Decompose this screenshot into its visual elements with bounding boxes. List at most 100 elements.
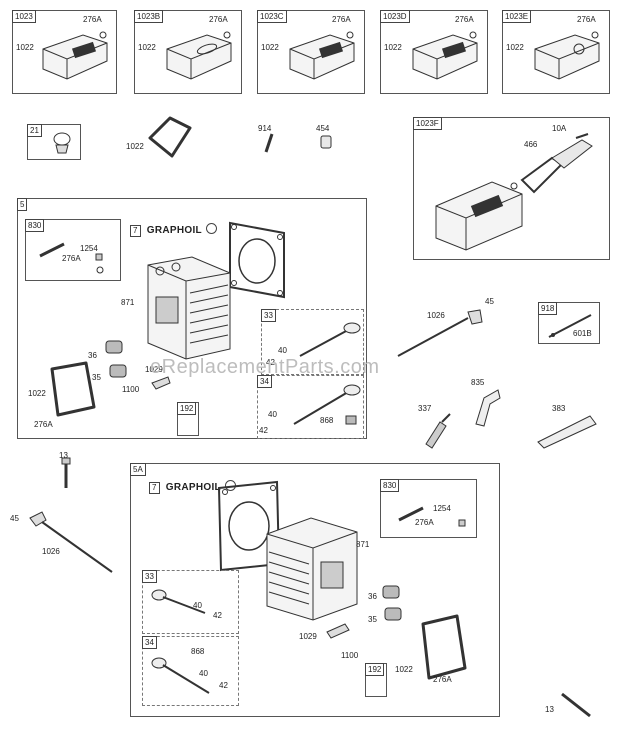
valve-cover-box-1023b: 1023B 276A 1022: [134, 10, 242, 94]
valve-cover-box-1023d: 1023D 276A 1022: [380, 10, 488, 94]
ref-tag: 34: [142, 636, 157, 649]
screw-box-830: 830 1254 276A: [25, 219, 121, 281]
watermark: eReplacementParts.com: [150, 356, 380, 378]
part-label-276a: 276A: [433, 675, 452, 684]
part-label: 1022: [384, 43, 402, 52]
graphoil-label: GRAPHOIL: [165, 482, 221, 493]
part-label-1100: 1100: [341, 651, 359, 660]
ref-tag: 5: [17, 198, 28, 211]
part-label-45-left: 45: [10, 514, 19, 523]
ref-tag: 1023C: [257, 10, 287, 23]
valve-cover-illustration: [412, 31, 478, 80]
part-label: 1022: [138, 43, 156, 52]
part-label: 40: [193, 601, 202, 610]
part-label-1100: 1100: [122, 385, 140, 394]
ref-tag: 830: [25, 219, 45, 232]
pin-illustration: [320, 135, 332, 149]
spring-35-illustration: [384, 607, 402, 621]
ref-tag: 5A: [130, 463, 146, 476]
exhaust-valve-box-34: 34 868 40 42: [142, 636, 239, 706]
intake-valve-box-33: 33 40 42: [261, 309, 364, 375]
part-label-13-bottom: 13: [545, 705, 554, 714]
part-label: 40: [278, 346, 287, 355]
tool-illustration: [537, 415, 597, 449]
part-label: 42: [219, 681, 228, 690]
screw-box-830: 830 1254 276A: [380, 479, 477, 538]
part-label: 10A: [552, 124, 567, 133]
part-label-13-top: 13: [59, 451, 68, 460]
part-label: 276A: [62, 254, 81, 263]
part-label-276a: 276A: [34, 420, 53, 429]
ref-tag: 1023D: [380, 10, 410, 23]
graphoil-ref: 7: [149, 482, 160, 494]
plug-illustration: [29, 511, 47, 527]
part-label: 868: [320, 416, 334, 425]
part-label-835: 835: [471, 378, 485, 387]
valve-box-192: 192: [365, 663, 387, 697]
stud-illustration: [264, 133, 274, 153]
pushrod-illustration: [397, 309, 483, 357]
part-label: 40: [199, 669, 208, 678]
ref-tag: 33: [142, 570, 157, 583]
intake-valve-box-33: 33 40 42: [142, 570, 239, 634]
ref-tag: 33: [261, 309, 276, 322]
part-label-1022: 1022: [28, 389, 46, 398]
screw-illustration: [39, 242, 104, 274]
part-label-1026-left: 1026: [42, 547, 60, 556]
wire-illustration: [548, 314, 592, 338]
part-label: 42: [266, 358, 275, 367]
valve-box-192: 192: [177, 402, 199, 436]
part-label-871: 871: [356, 540, 370, 549]
ref-tag: 830: [380, 479, 400, 492]
part-label-383: 383: [552, 404, 566, 413]
part-label: 276A: [83, 15, 102, 24]
part-label: 40: [268, 410, 277, 419]
graphoil-label: GRAPHOIL: [146, 225, 202, 236]
part-label: 42: [213, 611, 222, 620]
valve-cover-gasket-illustration: [50, 361, 96, 417]
valve-cover-box-1023: 1023 276A 1022: [12, 10, 117, 94]
part-label-36: 36: [368, 592, 377, 601]
bolt-bottom-illustration: [561, 692, 591, 718]
part-label: 868: [191, 647, 205, 656]
part-label: 276A: [577, 15, 596, 24]
cylinder-head-illustration: [147, 256, 231, 360]
ref-tag: 1023F: [413, 117, 442, 130]
ref-tag: 1023B: [134, 10, 164, 23]
exhaust-valve-box-34: 34 40 42 868: [257, 375, 364, 439]
part-label-36: 36: [88, 351, 97, 360]
valve-cover-box-1023c: 1023C 276A 1022: [257, 10, 365, 94]
pushrod-left-illustration: [41, 521, 113, 573]
ref-tag: 918: [538, 302, 558, 315]
spring-36-illustration: [382, 585, 400, 599]
part-label: 276A: [415, 518, 434, 527]
part-label-1026-pushrod: 1026: [427, 311, 445, 320]
part-label: 1022: [261, 43, 279, 52]
part-label-337: 337: [418, 404, 432, 413]
part-label-45-plug: 45: [485, 297, 494, 306]
spring-35-illustration: [109, 364, 127, 378]
valve-cover-gasket-illustration: [421, 614, 467, 680]
valve-cover-illustration: [166, 31, 232, 80]
valve-illustration: [299, 322, 361, 357]
part-label-35: 35: [92, 373, 101, 382]
wire-box-918: 918 601B: [538, 302, 600, 344]
rocker-illustration: [151, 376, 171, 390]
valve-cover-box-1023e: 1023E 276A 1022: [502, 10, 610, 94]
valve-illustration: [151, 657, 210, 694]
ref-tag: 21: [27, 124, 42, 137]
valve-cover-illustration: [289, 31, 355, 80]
part-label: 276A: [209, 15, 228, 24]
ref-tag: 192: [177, 402, 197, 415]
part-label: 466: [524, 140, 538, 149]
part-label-914: 914: [258, 124, 272, 133]
valve-cover-box-1023f: 1023F 10A 466: [413, 117, 610, 260]
part-label-871: 871: [121, 298, 135, 307]
graphoil-icon: [205, 223, 217, 234]
cylinder-head-illustration: [266, 517, 358, 621]
part-label-1029: 1029: [299, 632, 317, 641]
head-gasket-illustration: [229, 221, 285, 299]
valve-illustration: [151, 589, 206, 614]
